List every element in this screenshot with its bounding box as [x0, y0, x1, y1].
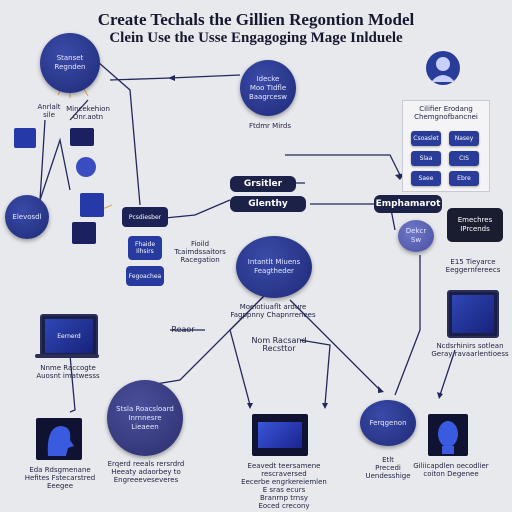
emechres-label: Emechres IPrcends: [457, 216, 493, 233]
chip-2-label: Nasey: [454, 135, 474, 142]
bottom-center-caption: Erqerd reeals rersrdrd Heeaty adaorbey t…: [107, 460, 185, 484]
bottom-right-caption-1: Etlt Precedi Uendesshige: [365, 456, 411, 480]
pcsdiesber-box[interactable]: Pcsdiesber: [122, 207, 168, 227]
right-caption: E15 Tieyarce Eeggernfereecs: [445, 258, 501, 274]
portrait-icon: [428, 414, 468, 456]
storage-region-node[interactable]: Stsla Roacsloard Inrnnesre Lieaeen: [107, 380, 183, 456]
right-monitor-caption: Ncdsrhinirs sotlean Geray ravaarlentioes…: [431, 342, 509, 358]
fhaide-box[interactable]: Fhaide Ilhsirs: [128, 236, 162, 260]
emphament-button[interactable]: Emphamarot: [374, 195, 442, 213]
chip-1-label: Csoaslet: [413, 135, 439, 142]
chip-1[interactable]: Csoaslet: [411, 131, 441, 146]
elevosdl-label: Elevosdl: [12, 212, 42, 221]
label-mincekehion: Mincekehion Onr.aotn: [66, 105, 110, 121]
central-model-node[interactable]: Intantlt Miuens Feagtheder: [236, 236, 312, 298]
clipboard-icon: [72, 222, 96, 244]
document-icon: [14, 128, 36, 148]
start-region-label: Stanset Regnden: [54, 54, 86, 71]
chip-3[interactable]: Slaa: [411, 151, 441, 166]
model-table-label: Idecke Moo TIdfle Baagrcesw: [248, 74, 288, 101]
diagram-title: Create Techals the Gillien Regontion Mod…: [97, 10, 415, 29]
chip-4-label: CIS: [459, 155, 469, 162]
dekcr-label: Dekcr Sw: [405, 227, 427, 244]
fegoachea-box[interactable]: Fegoachea: [126, 266, 164, 286]
left-monitor-label: Eernerd: [57, 332, 81, 340]
chip-3-label: Slaa: [419, 155, 433, 162]
pcsdiesber-label: Pcsdiesber: [128, 213, 162, 221]
glenthy-button[interactable]: Glenthy: [230, 196, 306, 212]
bottom-right-caption-2: Giliicapdlen oecodlier coiton Degenee: [413, 462, 489, 478]
central-model-caption: Moeiotiuaflt ardure Fagppnny Chapnrrenee…: [230, 303, 316, 319]
user-avatar-icon: [426, 51, 460, 85]
left-monitor-caption: Nnme Raccogte Auosnt imatwesss: [36, 364, 100, 380]
left-monitor-screen: Eernerd: [45, 319, 93, 353]
central-model-label: Intantlt Miuens Feagtheder: [247, 258, 301, 275]
diagram-subtitle: Clein Use the Usse Engagoging Mage Inldu…: [109, 30, 403, 46]
nom-recognition-label: Nom Racsand Recsttor: [251, 336, 307, 353]
emphament-label: Emphamarot: [375, 199, 441, 209]
elevosdl-node[interactable]: Elevosdl: [5, 195, 49, 239]
center-left-caption: Fioild Tcaimdssaitors Racegation: [174, 240, 226, 264]
model-table-caption: Ftdmr Mirds: [249, 122, 291, 130]
server-icon: [80, 193, 104, 217]
storage-region-label: Stsla Roacsloard Inrnnesre Lieaeen: [116, 404, 174, 431]
ferqgenon-node[interactable]: Ferqgenon: [360, 400, 416, 446]
ferqgenon-label: Ferqgenon: [369, 418, 407, 427]
chip-6-label: Ebre: [457, 175, 471, 182]
head-scan-icon: [36, 418, 82, 460]
left-monitor: Eernerd: [40, 314, 98, 358]
chart-icon: [70, 128, 94, 146]
model-table-node[interactable]: Idecke Moo TIdfle Baagrcesw: [240, 60, 296, 116]
dashboard-tile: [252, 414, 308, 456]
globe-icon: [76, 157, 96, 177]
label-anrlalt: Anrlalt sile: [37, 103, 61, 119]
grsitler-label: Grsitler: [243, 179, 283, 189]
glenthy-label: Glenthy: [248, 199, 288, 209]
fhaide-label: Fhaide Ilhsirs: [134, 241, 156, 255]
bottom-mid-caption: Eeavedt teersamene rescraversed Eecerbe …: [241, 462, 327, 510]
start-region-node[interactable]: Stanset Regnden: [40, 33, 100, 93]
bottom-left-caption: Eda Rdsgmenane Hefites Fstecarstred Eeeg…: [24, 466, 96, 490]
grsitler-button[interactable]: Grsitler: [230, 176, 296, 192]
chip-6[interactable]: Ebre: [449, 171, 479, 186]
dekcr-node[interactable]: Dekcr Sw: [398, 220, 434, 252]
fegoachea-label: Fegoachea: [128, 272, 162, 280]
chip-2[interactable]: Nasey: [449, 131, 479, 146]
chip-5[interactable]: Saee: [411, 171, 441, 186]
chip-4[interactable]: CIS: [449, 151, 479, 166]
right-monitor: [447, 290, 499, 338]
face-profile-icon: [438, 421, 458, 454]
reaor-label: Reaor: [171, 325, 195, 334]
emechres-box[interactable]: Emechres IPrcends: [447, 208, 503, 242]
classifier-panel: Cilifier Erodang Chemgnofbancnei Csoasle…: [402, 100, 490, 192]
chip-5-label: Saee: [418, 175, 434, 182]
head-profile-icon: [47, 426, 74, 456]
right-monitor-screen: [452, 295, 494, 333]
laptop-base-icon: [35, 354, 99, 358]
classifier-panel-title: Cilifier Erodang Chemgnofbancnei: [414, 105, 478, 121]
